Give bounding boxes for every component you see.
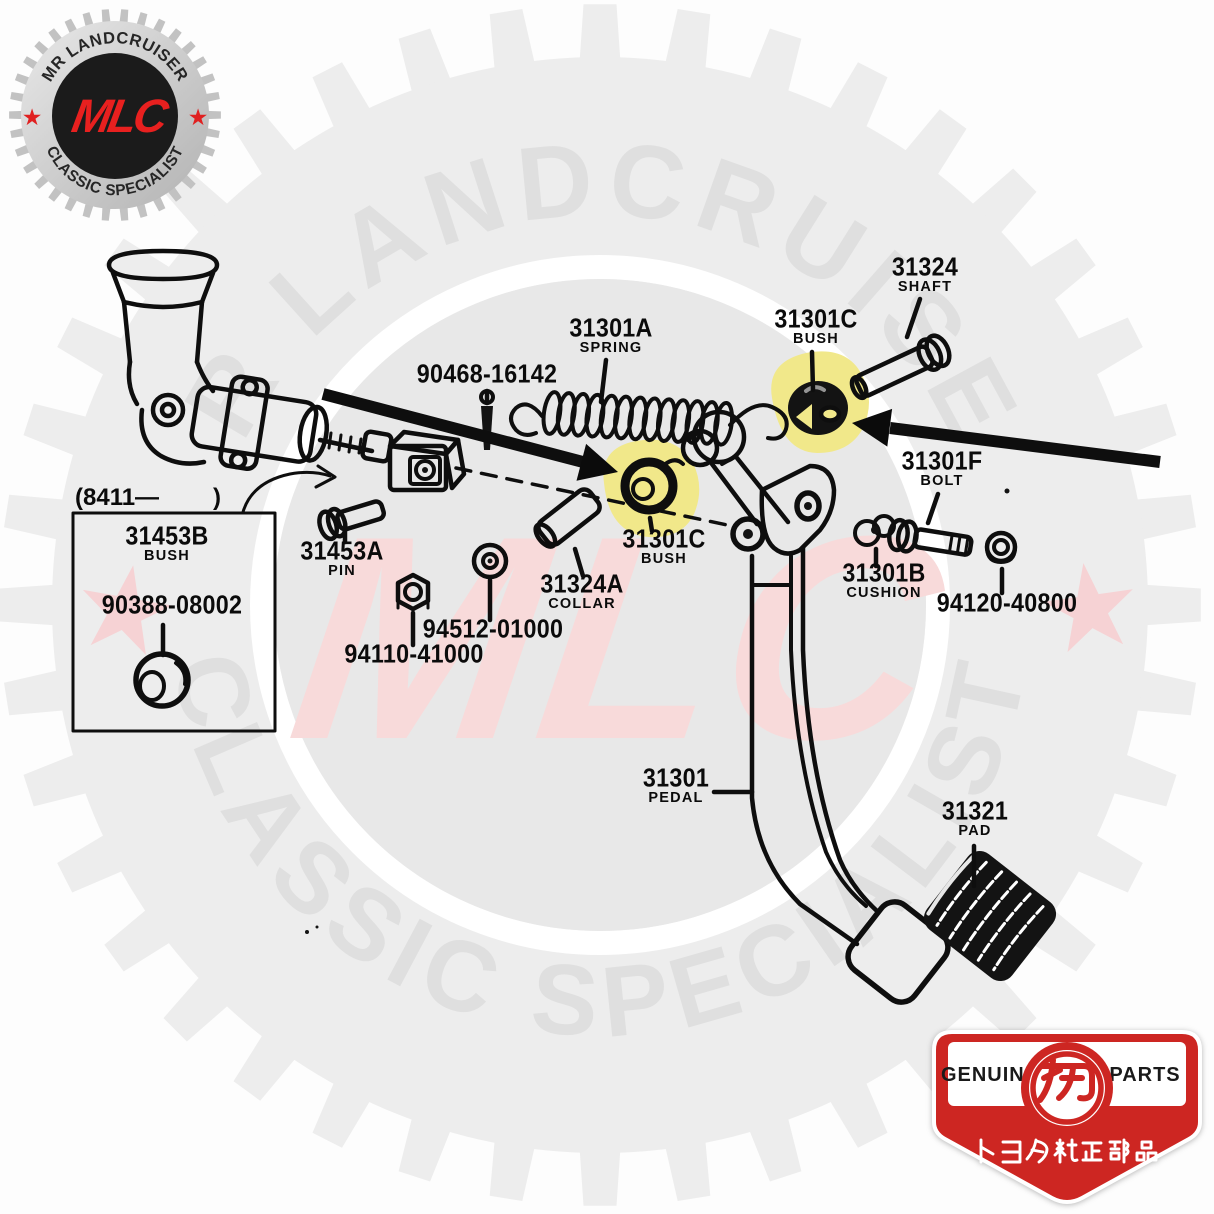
label-nut-large: 94120-40800: [936, 589, 1078, 618]
logo-mlc-monogram: MLC: [68, 90, 173, 143]
inset-box-header-prefix: (8411—: [75, 484, 160, 511]
pedal-return-spring: [509, 390, 789, 447]
stopper-bolt: [887, 517, 974, 557]
pedal-pad: [923, 850, 1057, 982]
speck: [315, 925, 319, 929]
star-icon: ★: [22, 105, 43, 131]
nut-small: [395, 572, 431, 618]
toyota-japanese-text: [979, 1138, 1158, 1164]
label-nut-small: 94110-41000: [344, 640, 484, 669]
inset-box: [71, 511, 277, 733]
highlight-arrow-left: [321, 388, 618, 481]
badge-parts-text: PARTS: [1109, 1064, 1180, 1086]
badge-genuine-text: GENUINE: [941, 1064, 1039, 1086]
watermark-white-ring: [250, 255, 950, 955]
star-icon: ★: [61, 532, 189, 686]
pedal-foot-plate: [845, 899, 951, 1005]
star-icon: ★: [188, 105, 209, 131]
logo-center-disc: [52, 53, 178, 179]
pushrod-clevis: [387, 429, 467, 493]
mlc-logo: MR LANDCRUISER CLASSIC SPECIALIST MLC ★ …: [9, 9, 221, 221]
leader-lines: [160, 296, 1005, 889]
washer: [471, 542, 509, 580]
assembly-dashed-line: [454, 466, 734, 528]
toyota-genuine-parts-badge: GENUINE PARTS: [932, 1030, 1202, 1204]
speck: [1004, 488, 1010, 494]
clutch-pedal-arm: [680, 409, 881, 947]
toyota-teq-icon: [1030, 1051, 1104, 1125]
star-icon: ★: [1028, 531, 1152, 682]
inset-bush-part: [133, 651, 191, 709]
pedal-shaft-bolt: [849, 333, 952, 401]
label-clip: 90468-16142: [416, 360, 558, 389]
speck: [305, 930, 309, 934]
bush-upper-part: [788, 381, 848, 435]
label-inset-code: 90388-08002: [101, 591, 243, 620]
label-washer: 94512-01000: [422, 615, 564, 644]
watermark-inner-circle: [274, 279, 926, 931]
nut-large: [984, 530, 1018, 564]
watermark-mlc-monogram: MLC: [276, 475, 961, 799]
pedal-pin: [317, 499, 386, 542]
inset-box-header-suffix: ): [213, 484, 221, 511]
clutch-master-cylinder: [106, 248, 394, 471]
curved-arrow: [241, 464, 337, 514]
highlight-arrow-right: [852, 408, 1161, 468]
